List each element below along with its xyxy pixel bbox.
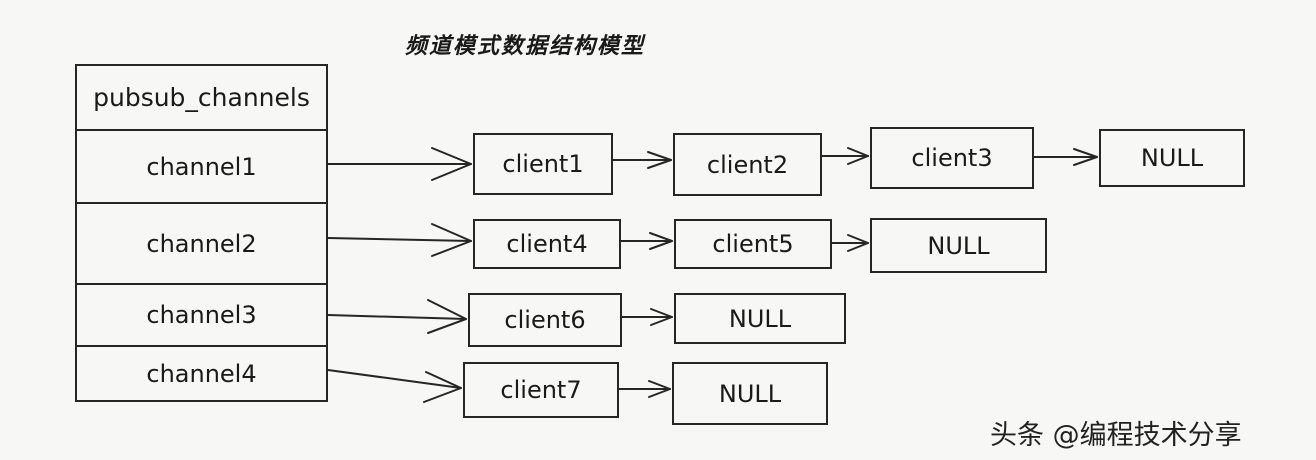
arrowhead [427, 299, 467, 334]
null-terminal: NULL [674, 293, 846, 344]
channel-row-2: channel2 [77, 202, 326, 283]
arrowhead [649, 232, 673, 250]
arrowhead [650, 308, 673, 326]
arrowhead [847, 147, 869, 165]
null-terminal: NULL [672, 362, 828, 425]
null-terminal: NULL [870, 218, 1047, 273]
arrowhead [1073, 148, 1098, 166]
client-node: client6 [468, 293, 622, 347]
arrow [327, 369, 462, 389]
arrowhead [648, 380, 671, 398]
table-header: pubsub_channels [93, 83, 310, 112]
arrowhead [847, 234, 869, 252]
arrowhead [647, 151, 672, 169]
arrow [327, 314, 467, 320]
arrowhead [431, 147, 472, 181]
channel-row-1: channel1 [77, 129, 326, 202]
arrowhead [431, 223, 472, 257]
pubsub-channels-table: pubsub_channels channel1 channel2 channe… [75, 64, 328, 402]
channel-row-3: channel3 [77, 283, 326, 345]
arrowhead [423, 371, 462, 403]
client-node: client1 [473, 133, 613, 195]
client-node: client2 [673, 133, 822, 196]
null-terminal: NULL [1099, 129, 1245, 187]
arrow [327, 237, 472, 242]
diagram-title: 频道模式数据结构模型 [405, 34, 646, 59]
channel-row-4: channel4 [77, 345, 326, 400]
client-node: client3 [870, 127, 1034, 189]
watermark: 头条 @编程技术分享 [990, 420, 1242, 451]
client-node: client4 [473, 219, 621, 269]
client-node: client5 [674, 219, 832, 269]
client-node: client7 [463, 362, 619, 418]
